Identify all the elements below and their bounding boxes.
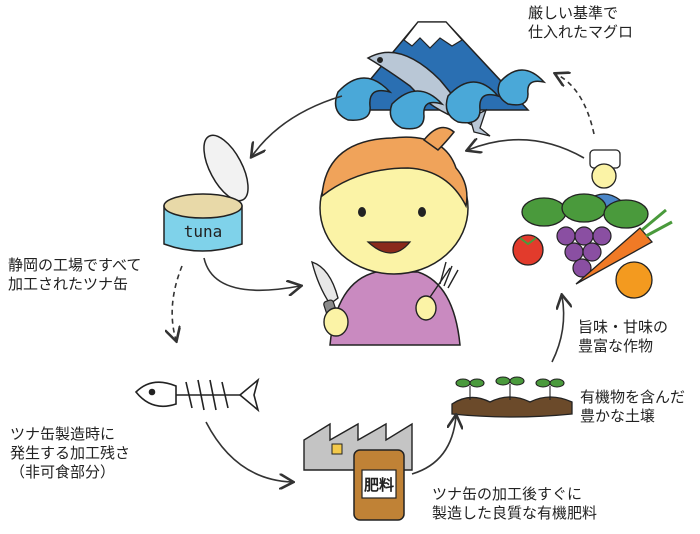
label-residue-line-1: ツナ缶製造時に: [10, 425, 116, 443]
label-tuna-line-2: 仕入れたマグロ: [528, 23, 634, 41]
can-body: [163, 205, 243, 252]
cabbages: [521, 193, 649, 229]
arrow-soil-to-crops: [551, 296, 564, 363]
fuji-snowcap: [403, 21, 463, 49]
label-fertilizer-line-2: 製造した良質な有機肥料: [432, 504, 598, 522]
label-fertilizer-line-1: ツナ缶の加工後すぐに: [432, 485, 583, 503]
label-tuna-line-1: 厳しい基準で: [528, 4, 619, 22]
child-mouth: [366, 241, 412, 254]
grapes-icon: [556, 226, 612, 278]
carrot-icon: [575, 208, 673, 285]
fertilizer-bag-illustration: 肥料: [353, 449, 405, 521]
label-cannery-line-2: 加工されたツナ缶: [8, 275, 129, 293]
arrow-can-to-child: [203, 257, 300, 290]
arrow-crops-to-tuna: [556, 74, 595, 135]
label-residue-line-2: 発生する加工残さ: [10, 444, 131, 462]
fuji-tuna-illustration: [334, 21, 547, 137]
fertilizer-bag-text: 肥料: [364, 476, 394, 494]
left-hand: [323, 307, 349, 337]
label-tuna-sourcing: 厳しい基準で 仕入れたマグロ: [528, 4, 633, 42]
label-flavorful-crops: 旨味・甘味の 豊富な作物: [578, 318, 668, 356]
label-crops-line-2: 豊富な作物: [578, 337, 654, 355]
tomato-icon: [512, 234, 544, 266]
label-soil-line-1: 有機物を含んだ: [580, 388, 686, 406]
can-lid: [203, 134, 249, 202]
vegetables-illustration: [512, 149, 673, 299]
child-hair: [321, 136, 468, 209]
hair-tuft: [422, 126, 456, 151]
orange-icon: [615, 261, 653, 299]
label-cannery: 静岡の工場ですべて 加工されたツナ缶: [8, 256, 141, 294]
fish-bone-illustration: [134, 377, 260, 413]
label-cannery-line-1: 静岡の工場ですべて: [8, 256, 142, 274]
label-processing-residue: ツナ缶製造時に 発生する加工残さ （非可食部分）: [10, 425, 130, 482]
label-organic-fertilizer: ツナ缶の加工後すぐに 製造した良質な有機肥料: [432, 485, 597, 523]
sprouts-illustration: [451, 376, 573, 418]
label-soil-line-2: 豊かな土壌: [580, 407, 656, 425]
child-eating-illustration: [311, 126, 469, 346]
arrow-fertilizer-to-soil: [411, 416, 456, 475]
arrow-crops-to-child: [468, 140, 585, 159]
label-crops-line-1: 旨味・甘味の: [578, 318, 669, 336]
arrow-residue-to-factory: [205, 421, 292, 482]
fork-icon: [415, 261, 459, 321]
label-residue-line-3: （非可食部分）: [10, 463, 116, 481]
cycle-arrows: [172, 74, 595, 482]
tuna-can-illustration: tuna: [163, 134, 249, 252]
arrow-tuna-to-can: [252, 95, 343, 156]
can-top: [163, 193, 243, 219]
ocean-waves: [334, 69, 547, 130]
label-rich-soil: 有機物を含んだ 豊かな土壌: [580, 388, 685, 426]
arrow-can-to-residue: [172, 265, 183, 340]
can-label-text: tuna: [184, 222, 223, 241]
